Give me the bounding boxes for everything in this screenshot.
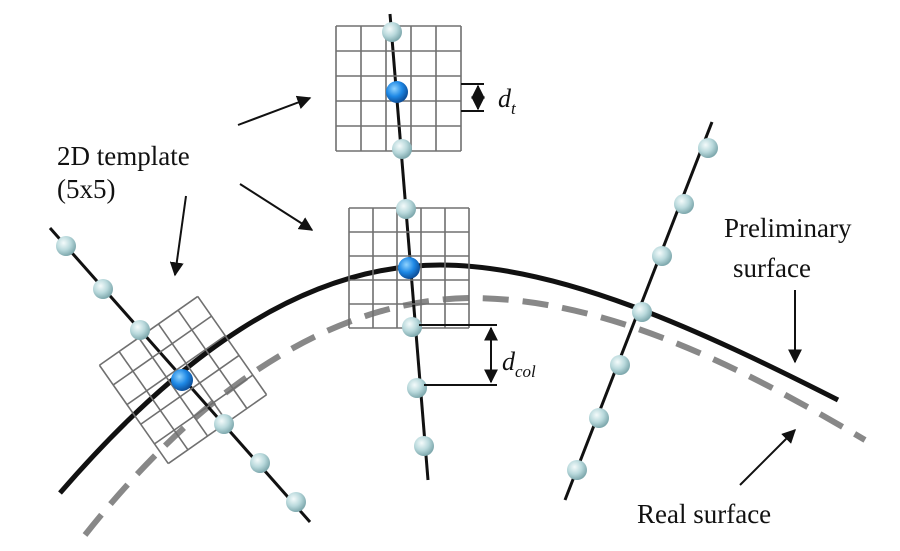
column-lines: [48, 13, 714, 523]
left-column-nodes: [56, 236, 306, 512]
column-node: [56, 236, 76, 256]
column-node: [589, 408, 609, 428]
column-node: [610, 355, 630, 375]
template-label-line1: 2D template: [57, 141, 190, 171]
dt-dimension: [461, 83, 485, 112]
preliminary-label-line2: surface: [733, 253, 811, 283]
column-node: [407, 378, 427, 398]
pointer-arrows: [169, 95, 802, 486]
preliminary-label-line1: Preliminary: [724, 213, 852, 243]
column-node: [674, 194, 694, 214]
real-surface-curve: [82, 294, 867, 537]
arrow-to-rotated-template: [169, 195, 187, 277]
dt-label: dt: [498, 84, 517, 118]
column-node: [93, 279, 113, 299]
arrow-to-top-template: [237, 95, 312, 126]
template-label-line2: (5x5): [57, 174, 115, 204]
active-node: [398, 257, 420, 279]
active-node: [171, 369, 193, 391]
column-node: [286, 492, 306, 512]
real-surface-label: Real surface: [637, 499, 771, 529]
arrow-to-middle-template: [239, 183, 314, 231]
dcol-symbol: d: [502, 347, 516, 376]
column-node: [414, 436, 434, 456]
center-column-nodes: [382, 22, 434, 456]
active-node: [386, 81, 408, 103]
rotated-template-grid: [98, 295, 268, 465]
middle-template-grid: [348, 207, 470, 329]
right-column-nodes: [567, 138, 718, 480]
column-node: [652, 246, 672, 266]
column-node: [567, 460, 587, 480]
dt-subscript: t: [511, 99, 517, 118]
dcol-dimension: [419, 324, 498, 386]
column-node: [402, 317, 422, 337]
arrow-to-real-surface: [739, 429, 796, 486]
dcol-label: dcol: [502, 347, 536, 381]
column-node: [130, 320, 150, 340]
column-node: [698, 138, 718, 158]
dt-symbol: d: [498, 84, 512, 113]
column-node: [396, 199, 416, 219]
dcol-subscript: col: [515, 362, 536, 381]
column-node: [632, 302, 652, 322]
column-node: [250, 453, 270, 473]
column-node: [382, 22, 402, 42]
column-node: [214, 414, 234, 434]
column-node: [392, 139, 412, 159]
